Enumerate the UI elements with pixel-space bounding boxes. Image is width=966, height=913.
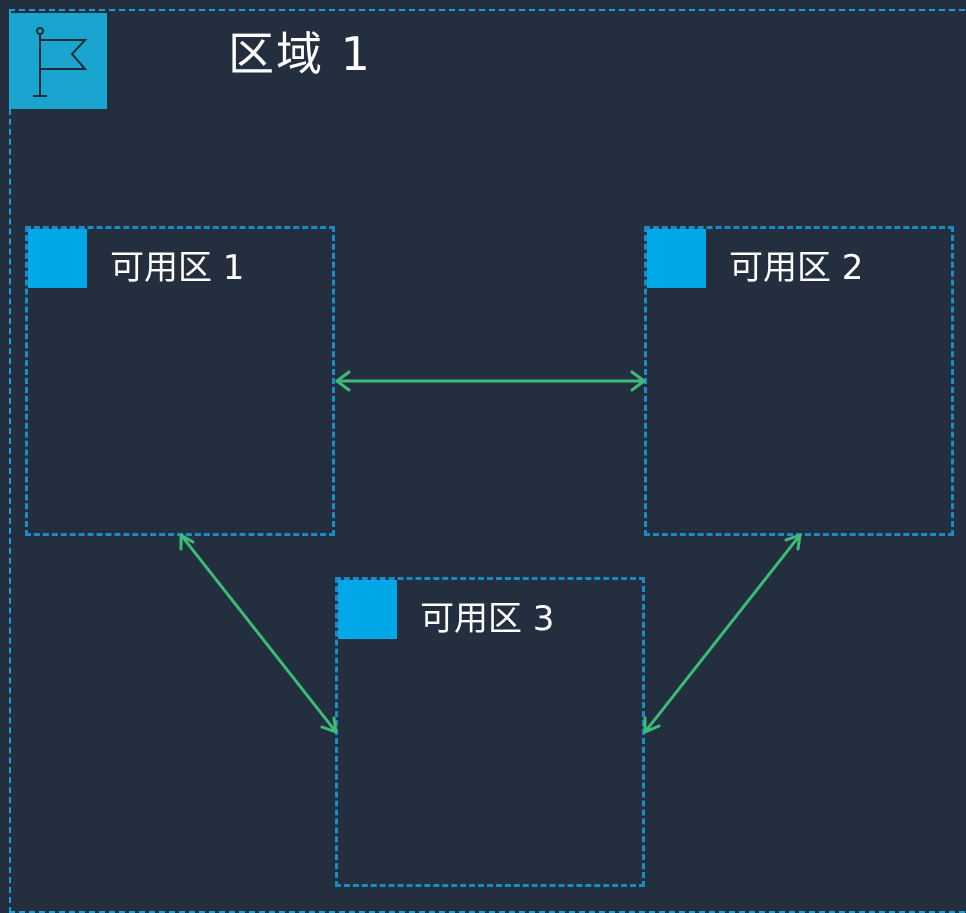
availability-zone-icon	[28, 229, 87, 288]
zone-label: 可用区 1	[110, 248, 245, 288]
region-title: 区域 1	[228, 27, 372, 81]
flag-icon	[9, 13, 107, 109]
availability-zone-icon	[338, 580, 397, 639]
availability-zone-2: 可用区 2	[644, 226, 954, 536]
zone-label: 可用区 2	[729, 248, 864, 288]
availability-zone-1: 可用区 1	[25, 226, 335, 536]
availability-zone-icon	[647, 229, 706, 288]
zone-label: 可用区 3	[420, 599, 555, 639]
availability-zone-3: 可用区 3	[335, 577, 645, 887]
